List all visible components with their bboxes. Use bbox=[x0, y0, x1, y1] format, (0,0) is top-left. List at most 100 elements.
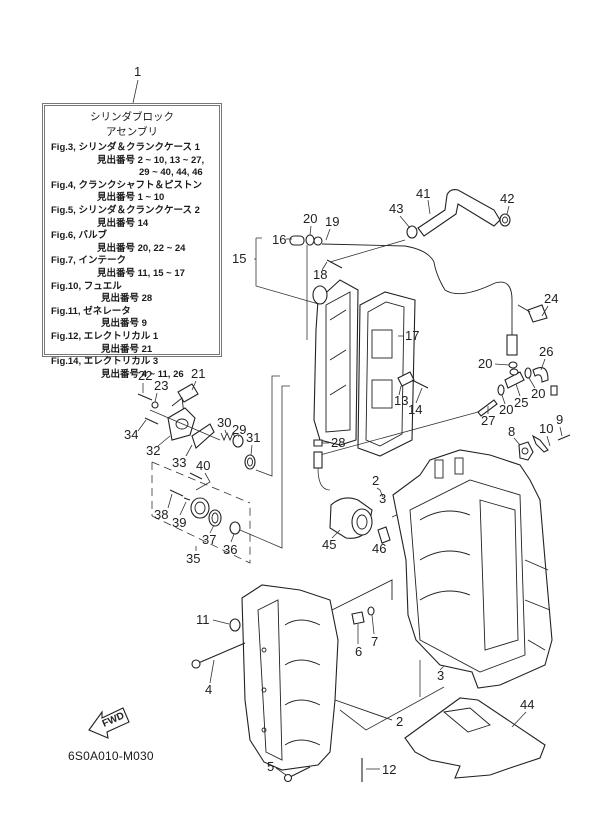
part-14-bolt[interactable] bbox=[411, 379, 429, 389]
callout-19[interactable]: 19 bbox=[325, 214, 339, 229]
callout-46[interactable]: 46 bbox=[372, 541, 386, 556]
legend-entry-fig7[interactable]: Fig.7, インテーク 見出番号 11, 15 ~ 17 bbox=[51, 255, 213, 280]
callout-9[interactable]: 9 bbox=[556, 412, 563, 427]
callout-10[interactable]: 10 bbox=[539, 421, 553, 436]
part-37-seal[interactable] bbox=[208, 509, 222, 527]
part-8-cover[interactable] bbox=[518, 441, 534, 461]
legend-entry-fig4[interactable]: Fig.4, クランクシャフト＆ピストン 見出番号 1 ~ 10 bbox=[51, 180, 213, 205]
part-36-plug[interactable] bbox=[229, 521, 241, 535]
callout-29[interactable]: 29 bbox=[232, 422, 246, 437]
callout-36[interactable]: 36 bbox=[223, 542, 237, 557]
callout-30[interactable]: 30 bbox=[217, 415, 231, 430]
callout-13[interactable]: 13 bbox=[394, 393, 408, 408]
part-16-plug[interactable] bbox=[289, 235, 305, 246]
callout-14[interactable]: 14 bbox=[408, 402, 422, 417]
callout-33[interactable]: 33 bbox=[172, 455, 186, 470]
callout-21[interactable]: 21 bbox=[191, 366, 205, 381]
callout-17[interactable]: 17 bbox=[405, 328, 419, 343]
callout-20-b[interactable]: 20 bbox=[478, 356, 492, 371]
callout-24[interactable]: 24 bbox=[544, 291, 558, 306]
callout-45[interactable]: 45 bbox=[322, 537, 336, 552]
part-30-spring[interactable] bbox=[220, 431, 237, 442]
callout-20-c[interactable]: 20 bbox=[531, 386, 545, 401]
part-39-pin[interactable] bbox=[183, 497, 191, 501]
callout-3-lower[interactable]: 3 bbox=[437, 668, 444, 683]
callout-2-lower[interactable]: 2 bbox=[396, 714, 403, 729]
legend-entry-fig6[interactable]: Fig.6, バルブ 見出番号 20, 22 ~ 24 bbox=[51, 230, 213, 255]
part-13-bracket[interactable] bbox=[397, 371, 415, 387]
callout-7[interactable]: 7 bbox=[371, 634, 378, 649]
part-19-hose[interactable] bbox=[313, 236, 323, 246]
callout-15[interactable]: 15 bbox=[232, 251, 246, 266]
part-27-pipe[interactable] bbox=[477, 399, 498, 417]
cylinder-head-cover[interactable] bbox=[241, 579, 393, 771]
part-25-fitting[interactable] bbox=[504, 368, 525, 389]
part-18-bolt[interactable] bbox=[326, 259, 343, 269]
part-38-bolt[interactable] bbox=[169, 489, 184, 497]
part-28-fitting[interactable] bbox=[313, 439, 323, 469]
part-4-long-bolt[interactable] bbox=[191, 642, 246, 669]
part-20-oring-c[interactable] bbox=[497, 384, 505, 396]
part-23-washer[interactable] bbox=[151, 401, 159, 409]
part-10-bracket[interactable] bbox=[531, 434, 549, 453]
part-5-bolt[interactable] bbox=[283, 766, 311, 783]
callout-42[interactable]: 42 bbox=[500, 191, 514, 206]
part-42-clamp[interactable] bbox=[499, 213, 511, 227]
part-7-gasket[interactable] bbox=[367, 606, 375, 616]
legend-entry-fig14[interactable]: Fig.14, エレクトリカル 3 見出番号 4 ~ 11, 26 bbox=[51, 356, 213, 381]
callout-18[interactable]: 18 bbox=[313, 267, 327, 282]
part-33-gasket[interactable] bbox=[191, 423, 215, 449]
part-9-bolt[interactable] bbox=[557, 434, 571, 441]
callout-37[interactable]: 37 bbox=[202, 532, 216, 547]
callout-11[interactable]: 11 bbox=[196, 612, 210, 627]
part-6-drain-bolt[interactable] bbox=[351, 611, 365, 625]
callout-28[interactable]: 28 bbox=[331, 435, 345, 450]
callout-41[interactable]: 41 bbox=[416, 186, 430, 201]
legend-entry-fig12[interactable]: Fig.12, エレクトリカル 1 見出番号 21 bbox=[51, 331, 213, 356]
part-34-bolt[interactable] bbox=[144, 417, 159, 425]
callout-39[interactable]: 39 bbox=[172, 515, 186, 530]
callout-27[interactable]: 27 bbox=[481, 413, 495, 428]
crankcase-block[interactable] bbox=[392, 449, 553, 689]
part-46-fitting[interactable] bbox=[377, 526, 391, 544]
legend-entry-fig3[interactable]: Fig.3, シリンダ＆クランクケース 1 見出番号 2 ~ 10, 13 ~ … bbox=[51, 142, 213, 180]
part-40-bolt[interactable] bbox=[189, 472, 203, 480]
callout-1[interactable]: 1 bbox=[134, 64, 141, 79]
part-11-grommet[interactable] bbox=[229, 618, 241, 632]
part-24-valve[interactable] bbox=[517, 304, 548, 323]
callout-8[interactable]: 8 bbox=[508, 424, 515, 439]
callout-38[interactable]: 38 bbox=[154, 507, 168, 522]
part-26-bolt[interactable] bbox=[550, 385, 558, 396]
part-20-oring-top[interactable] bbox=[305, 234, 315, 246]
callout-4[interactable]: 4 bbox=[205, 682, 212, 697]
part-31-seal[interactable] bbox=[244, 454, 256, 470]
part-18-intake-manifold[interactable] bbox=[312, 279, 359, 446]
callout-23[interactable]: 23 bbox=[154, 378, 168, 393]
callout-40[interactable]: 40 bbox=[196, 458, 210, 473]
part-44-base-gasket[interactable] bbox=[404, 697, 546, 779]
part-20-oring-b[interactable] bbox=[524, 367, 532, 379]
callout-31[interactable]: 31 bbox=[246, 430, 260, 445]
part-43-connector[interactable] bbox=[406, 225, 418, 239]
callout-5[interactable]: 5 bbox=[267, 759, 274, 774]
callout-6[interactable]: 6 bbox=[355, 644, 362, 659]
callout-35[interactable]: 35 bbox=[186, 551, 200, 566]
callout-43[interactable]: 43 bbox=[389, 201, 403, 216]
part-17-gasket-plate[interactable] bbox=[357, 291, 416, 457]
legend-entry-fig10[interactable]: Fig.10, フュエル 見出番号 28 bbox=[51, 281, 213, 306]
callout-16[interactable]: 16 bbox=[272, 232, 286, 247]
part-20-oring-a[interactable] bbox=[508, 361, 518, 369]
part-41-hose[interactable] bbox=[417, 189, 501, 237]
callout-34[interactable]: 34 bbox=[124, 427, 138, 442]
legend-entry-fig11[interactable]: Fig.11, ゼネレータ 見出番号 9 bbox=[51, 306, 213, 331]
legend-entry-fig5[interactable]: Fig.5, シリンダ＆クランクケース 2 見出番号 14 bbox=[51, 205, 213, 230]
callout-2-upper[interactable]: 2 bbox=[372, 473, 379, 488]
part-45-oil-filter[interactable] bbox=[329, 497, 373, 539]
part-35-housing[interactable] bbox=[190, 497, 210, 519]
callout-25[interactable]: 25 bbox=[514, 395, 528, 410]
part-26-elbow[interactable] bbox=[532, 367, 549, 383]
callout-32[interactable]: 32 bbox=[146, 443, 160, 458]
callout-20-top[interactable]: 20 bbox=[303, 211, 317, 226]
callout-26[interactable]: 26 bbox=[539, 344, 553, 359]
callout-44[interactable]: 44 bbox=[520, 697, 534, 712]
